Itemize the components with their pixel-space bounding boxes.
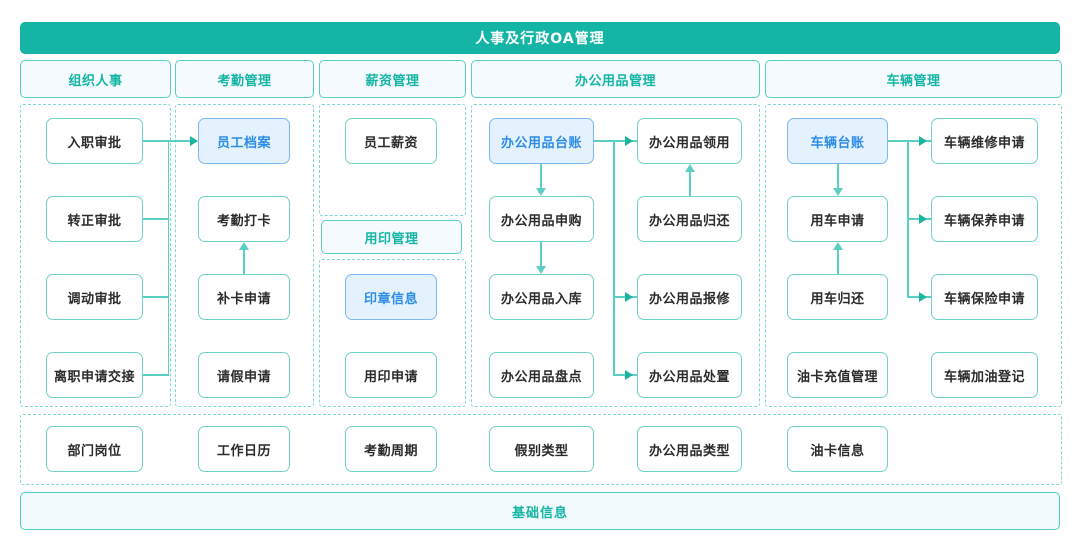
node-punch-makeup[interactable]: 补卡申请 bbox=[198, 274, 290, 320]
node-resignation[interactable]: 离职申请交接 bbox=[46, 352, 143, 398]
tab-salary[interactable]: 薪资管理 bbox=[319, 60, 466, 98]
node-seal-application[interactable]: 用印申请 bbox=[345, 352, 437, 398]
node-supplies-type[interactable]: 办公用品类型 bbox=[637, 426, 742, 472]
region-office-supplies bbox=[471, 104, 760, 407]
arrow-vtrunk-to-maintenance-icon bbox=[919, 214, 927, 224]
connector-vledger-to-repair bbox=[888, 140, 931, 142]
subtab-seal-management[interactable]: 用印管理 bbox=[321, 220, 462, 254]
node-vehicle-return[interactable]: 用车归还 bbox=[787, 274, 888, 320]
node-supplies-repair[interactable]: 办公用品报修 bbox=[637, 274, 742, 320]
arrow-ledger-to-collection-icon bbox=[625, 136, 633, 146]
connector-org-3 bbox=[143, 296, 169, 298]
arrow-vledger-to-request-icon bbox=[833, 188, 843, 196]
arrow-return-to-collection-icon bbox=[685, 164, 695, 172]
tab-vehicle[interactable]: 车辆管理 bbox=[765, 60, 1062, 98]
connector-return-to-collection bbox=[689, 172, 691, 196]
arrow-vreturn-to-request-icon bbox=[833, 242, 843, 250]
connector-org-1 bbox=[143, 140, 169, 142]
node-entry-approval[interactable]: 入职审批 bbox=[46, 118, 143, 164]
node-seal-info[interactable]: 印章信息 bbox=[345, 274, 437, 320]
arrow-makeup-to-punch-icon bbox=[239, 242, 249, 250]
node-supplies-disposal[interactable]: 办公用品处置 bbox=[637, 352, 742, 398]
connector-org-trunk bbox=[167, 140, 170, 375]
node-vehicle-insurance[interactable]: 车辆保险申请 bbox=[931, 274, 1038, 320]
node-transfer-approval[interactable]: 调动审批 bbox=[46, 274, 143, 320]
node-fuelcard-recharge[interactable]: 油卡充值管理 bbox=[787, 352, 888, 398]
tab-attendance[interactable]: 考勤管理 bbox=[175, 60, 314, 98]
tab-office-supplies[interactable]: 办公用品管理 bbox=[471, 60, 760, 98]
connector-ledger-to-collection bbox=[594, 140, 637, 142]
arrow-vtrunk-to-insurance-icon bbox=[919, 292, 927, 302]
connector-vledger-to-request bbox=[837, 164, 839, 188]
node-attendance-cycle[interactable]: 考勤周期 bbox=[345, 426, 437, 472]
node-work-calendar[interactable]: 工作日历 bbox=[198, 426, 290, 472]
region-seal bbox=[319, 259, 466, 407]
arrow-trunk-to-repair-icon bbox=[625, 292, 633, 302]
arrow-purchase-to-inbound-icon bbox=[536, 266, 546, 274]
connector-vreturn-to-request bbox=[837, 250, 839, 274]
node-attendance-punch[interactable]: 考勤打卡 bbox=[198, 196, 290, 242]
connector-makeup-to-punch bbox=[243, 250, 245, 274]
node-leave-type[interactable]: 假别类型 bbox=[489, 426, 594, 472]
node-employee-salary[interactable]: 员工薪资 bbox=[345, 118, 437, 164]
region-org-personnel bbox=[20, 104, 171, 407]
page-title: 人事及行政OA管理 bbox=[20, 22, 1060, 54]
region-salary bbox=[319, 104, 466, 216]
node-vehicle-request[interactable]: 用车申请 bbox=[787, 196, 888, 242]
arrow-ledger-to-purchase-icon bbox=[536, 188, 546, 196]
node-vehicle-ledger[interactable]: 车辆台账 bbox=[787, 118, 888, 164]
node-supplies-purchase[interactable]: 办公用品申购 bbox=[489, 196, 594, 242]
node-department-position[interactable]: 部门岗位 bbox=[46, 426, 143, 472]
arrow-org-to-archive-icon bbox=[190, 136, 198, 146]
connector-org-2 bbox=[143, 218, 169, 220]
node-employee-archive[interactable]: 员工档案 bbox=[198, 118, 290, 164]
connector-supplies-trunk bbox=[613, 140, 615, 375]
connector-ledger-to-purchase bbox=[540, 164, 542, 188]
node-supplies-ledger[interactable]: 办公用品台账 bbox=[489, 118, 594, 164]
connector-org-to-archive bbox=[168, 140, 192, 142]
arrow-trunk-to-disposal-icon bbox=[625, 370, 633, 380]
tab-org-personnel[interactable]: 组织人事 bbox=[20, 60, 171, 98]
node-leave-application[interactable]: 请假申请 bbox=[198, 352, 290, 398]
node-fuelcard-info[interactable]: 油卡信息 bbox=[787, 426, 888, 472]
node-regularization[interactable]: 转正审批 bbox=[46, 196, 143, 242]
connector-purchase-to-inbound bbox=[540, 242, 542, 266]
node-vehicle-repair-request[interactable]: 车辆维修申请 bbox=[931, 118, 1038, 164]
node-supplies-collection[interactable]: 办公用品领用 bbox=[637, 118, 742, 164]
region-attendance bbox=[175, 104, 314, 407]
node-supplies-inbound[interactable]: 办公用品入库 bbox=[489, 274, 594, 320]
node-supplies-return[interactable]: 办公用品归还 bbox=[637, 196, 742, 242]
arrow-vledger-to-repair-icon bbox=[919, 136, 927, 146]
region-vehicle bbox=[765, 104, 1062, 407]
node-vehicle-maintenance[interactable]: 车辆保养申请 bbox=[931, 196, 1038, 242]
node-supplies-stocktake[interactable]: 办公用品盘点 bbox=[489, 352, 594, 398]
region-basic-data bbox=[20, 414, 1062, 485]
connector-org-4 bbox=[143, 374, 169, 376]
footer-basic-info[interactable]: 基础信息 bbox=[20, 492, 1060, 530]
node-vehicle-refuel-record[interactable]: 车辆加油登记 bbox=[931, 352, 1038, 398]
